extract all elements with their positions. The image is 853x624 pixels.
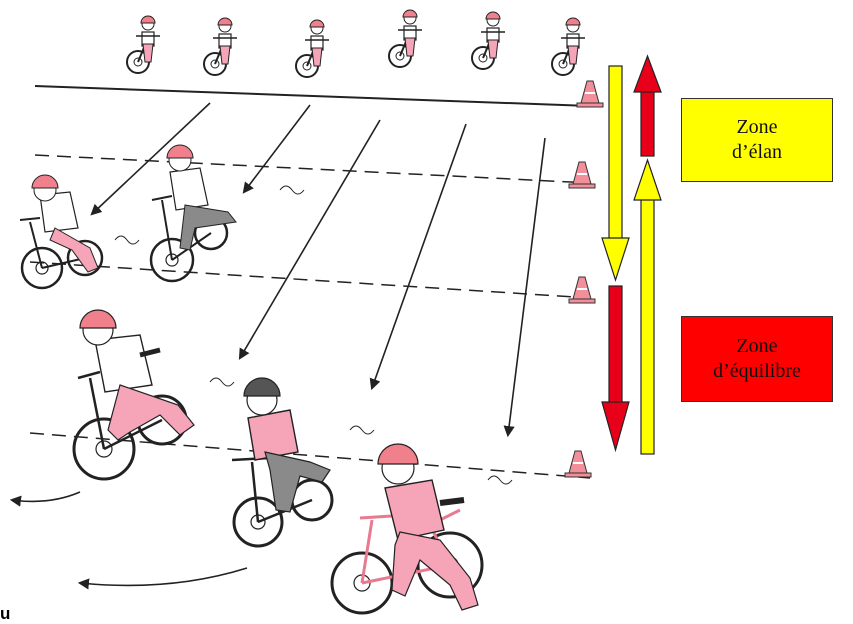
child-cyclist-icon <box>551 17 586 76</box>
trajectory-arrows <box>9 102 546 590</box>
zone-equilibre-line1: Zone <box>736 335 778 357</box>
zone-equilibre-label: Zone d’équilibre <box>681 316 833 402</box>
corner-text: u <box>0 604 11 623</box>
up-arrow-icon <box>633 54 662 455</box>
traffic-cone-icon <box>568 161 596 189</box>
down-arrow-icon <box>601 65 630 453</box>
child-cyclist-icon <box>149 144 237 283</box>
child-cyclist-icon <box>126 15 161 74</box>
child-cyclist-icon <box>203 17 238 76</box>
zone-equilibre-line2: d’équilibre <box>713 360 801 382</box>
child-cyclist-icon <box>231 377 334 548</box>
child-cyclist-icon <box>19 174 104 290</box>
child-cyclist-icon <box>330 443 484 615</box>
start-line <box>34 85 591 107</box>
traffic-cone-icon <box>568 276 596 304</box>
child-cyclist-icon <box>471 11 506 70</box>
zone-line-2 <box>29 261 591 299</box>
traffic-cone-icon <box>564 450 592 478</box>
child-cyclist-icon <box>388 9 423 68</box>
traffic-cone-icon <box>576 80 604 108</box>
zone-elan-line2: d’élan <box>732 141 782 163</box>
child-cyclist-icon <box>72 309 195 481</box>
child-cyclist-icon <box>295 19 330 78</box>
zone-line-1 <box>34 154 591 184</box>
zone-elan-line1: Zone <box>736 116 778 138</box>
zone-elan-label: Zone d’élan <box>681 98 833 182</box>
